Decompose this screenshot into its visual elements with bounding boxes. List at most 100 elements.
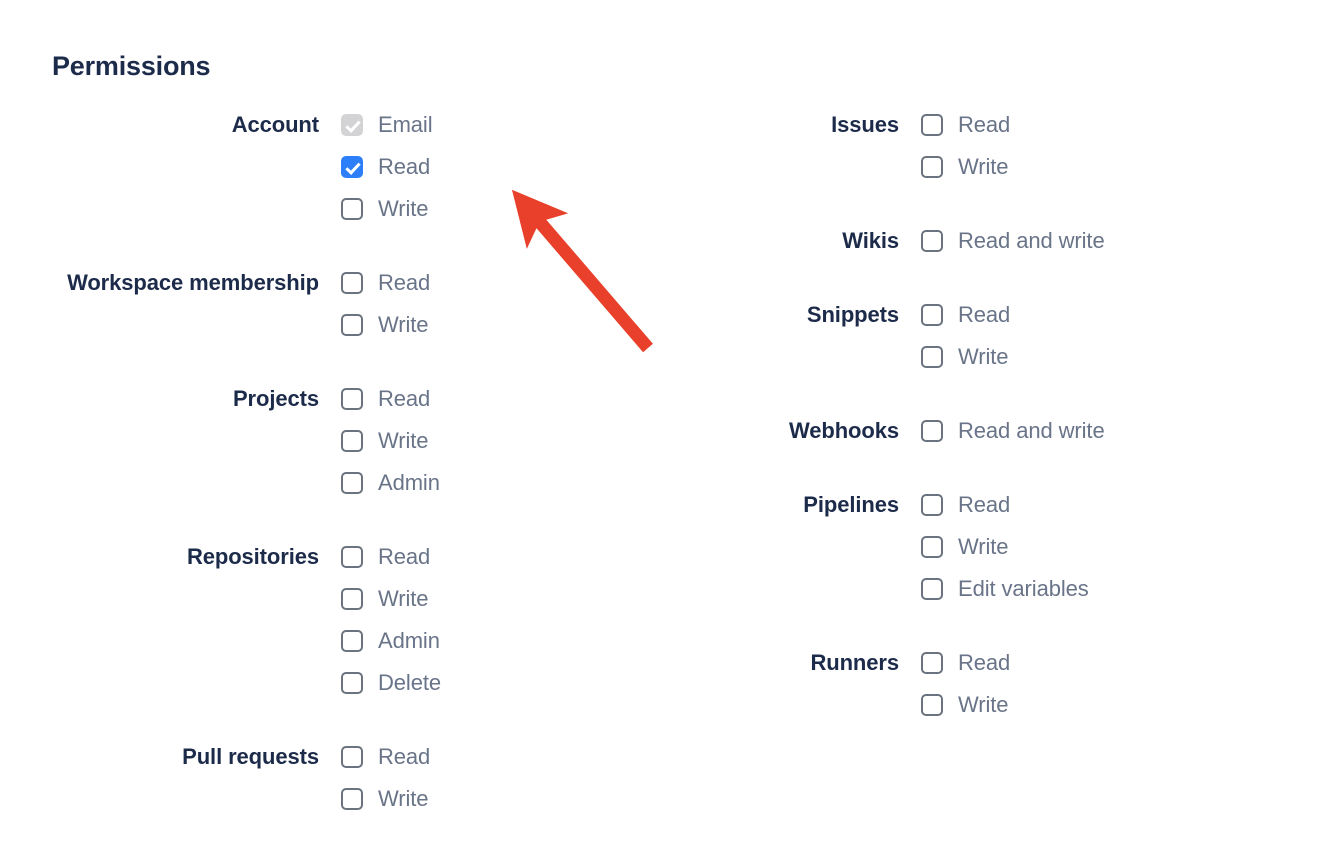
checkbox-unchecked[interactable] — [341, 630, 363, 652]
permission-option-row[interactable]: Admin — [341, 620, 660, 662]
permission-option-row[interactable]: Read — [341, 736, 660, 778]
permission-group: Webhooks Read and write — [650, 410, 1270, 452]
permission-option-label: Read — [958, 302, 1011, 327]
permission-option-label: Write — [378, 786, 429, 811]
checkbox-unchecked[interactable] — [341, 546, 363, 568]
permission-option-row[interactable]: Write — [341, 578, 660, 620]
permission-group-label: Snippets — [806, 302, 899, 327]
checkbox-unchecked[interactable] — [921, 304, 943, 326]
permission-option-row[interactable]: Write — [341, 304, 660, 346]
checkbox-unchecked[interactable] — [921, 652, 943, 674]
permission-group-label: Runners — [810, 650, 899, 675]
checkbox-unchecked[interactable] — [341, 314, 363, 336]
checkbox-unchecked[interactable] — [921, 346, 943, 368]
permission-option-row[interactable]: Read — [921, 294, 1270, 336]
checkbox-unchecked[interactable] — [341, 746, 363, 768]
checkbox-unchecked[interactable] — [921, 420, 943, 442]
permission-option-label: Write — [958, 154, 1009, 179]
checkbox-unchecked[interactable] — [341, 430, 363, 452]
permission-option-row[interactable]: Write — [921, 336, 1270, 378]
permission-option-row[interactable]: Read and write — [921, 410, 1270, 452]
permission-option-row[interactable]: Read — [341, 262, 660, 304]
checkbox-unchecked[interactable] — [921, 156, 943, 178]
permission-option-label: Read — [378, 386, 431, 411]
checkbox-unchecked[interactable] — [341, 788, 363, 810]
permission-group-label: Pipelines — [803, 492, 899, 517]
permission-group-label: Wikis — [842, 228, 899, 253]
permission-option-label: Admin — [378, 628, 440, 653]
permission-group-label: Repositories — [186, 544, 319, 569]
permission-option-row[interactable]: Email — [341, 104, 660, 146]
checkbox-unchecked[interactable] — [341, 388, 363, 410]
checkbox-unchecked[interactable] — [921, 536, 943, 558]
permission-option-row[interactable]: Read — [921, 104, 1270, 146]
permission-option-row[interactable]: Read — [921, 484, 1270, 526]
checkbox-checked[interactable] — [341, 156, 363, 178]
permission-option-label: Write — [378, 586, 429, 611]
page-title: Permissions — [52, 51, 211, 81]
permission-option-label: Admin — [378, 470, 440, 495]
permission-option-label: Read — [958, 650, 1011, 675]
permission-option-row[interactable]: Read — [341, 378, 660, 420]
permission-option-row[interactable]: Read — [341, 146, 660, 188]
permission-option-label: Edit variables — [958, 576, 1089, 601]
permission-option-label: Read — [378, 544, 431, 569]
checkbox-disabled-checked — [341, 114, 363, 136]
permission-group-label: Account — [231, 112, 319, 137]
checkbox-unchecked[interactable] — [341, 472, 363, 494]
permission-option-row[interactable]: Write — [921, 146, 1270, 188]
permission-option-row[interactable]: Write — [921, 526, 1270, 568]
checkbox-unchecked[interactable] — [921, 230, 943, 252]
permission-option-row[interactable]: Write — [341, 778, 660, 820]
permission-option-row[interactable]: Write — [341, 420, 660, 462]
permission-option-row[interactable]: Read and write — [921, 220, 1270, 262]
checkbox-unchecked[interactable] — [341, 588, 363, 610]
permission-option-row[interactable]: Admin — [341, 462, 660, 504]
permission-option-row[interactable]: Write — [921, 684, 1270, 726]
permission-option-label: Read — [378, 744, 431, 769]
permission-option-row[interactable]: Delete — [341, 662, 660, 704]
checkbox-unchecked[interactable] — [341, 672, 363, 694]
permission-group: Wikis Read and write — [650, 220, 1270, 262]
permission-group-label: Pull requests — [182, 744, 319, 769]
permission-option-label: Write — [958, 534, 1009, 559]
checkbox-unchecked[interactable] — [341, 272, 363, 294]
permission-group-options: Read and write — [921, 410, 1270, 452]
permission-option-label: Read and write — [958, 228, 1105, 253]
checkbox-unchecked[interactable] — [921, 114, 943, 136]
permission-option-label: Read — [378, 154, 431, 179]
permission-option-label: Write — [958, 344, 1009, 369]
permission-option-row[interactable]: Edit variables — [921, 568, 1270, 610]
permission-group-label: Workspace membership — [67, 270, 319, 295]
permission-option-row[interactable]: Read — [921, 642, 1270, 684]
permission-option-label: Write — [378, 196, 429, 221]
permission-option-row[interactable]: Read — [341, 536, 660, 578]
permission-option-label: Delete — [378, 670, 441, 695]
permission-option-label: Email — [378, 112, 433, 137]
checkbox-unchecked[interactable] — [921, 494, 943, 516]
checkbox-unchecked[interactable] — [921, 578, 943, 600]
permission-option-label: Read and write — [958, 418, 1105, 443]
checkbox-unchecked[interactable] — [341, 198, 363, 220]
permission-option-label: Write — [378, 428, 429, 453]
permission-option-row[interactable]: Write — [341, 188, 660, 230]
checkbox-unchecked[interactable] — [921, 694, 943, 716]
permission-group-label: Webhooks — [788, 418, 899, 443]
